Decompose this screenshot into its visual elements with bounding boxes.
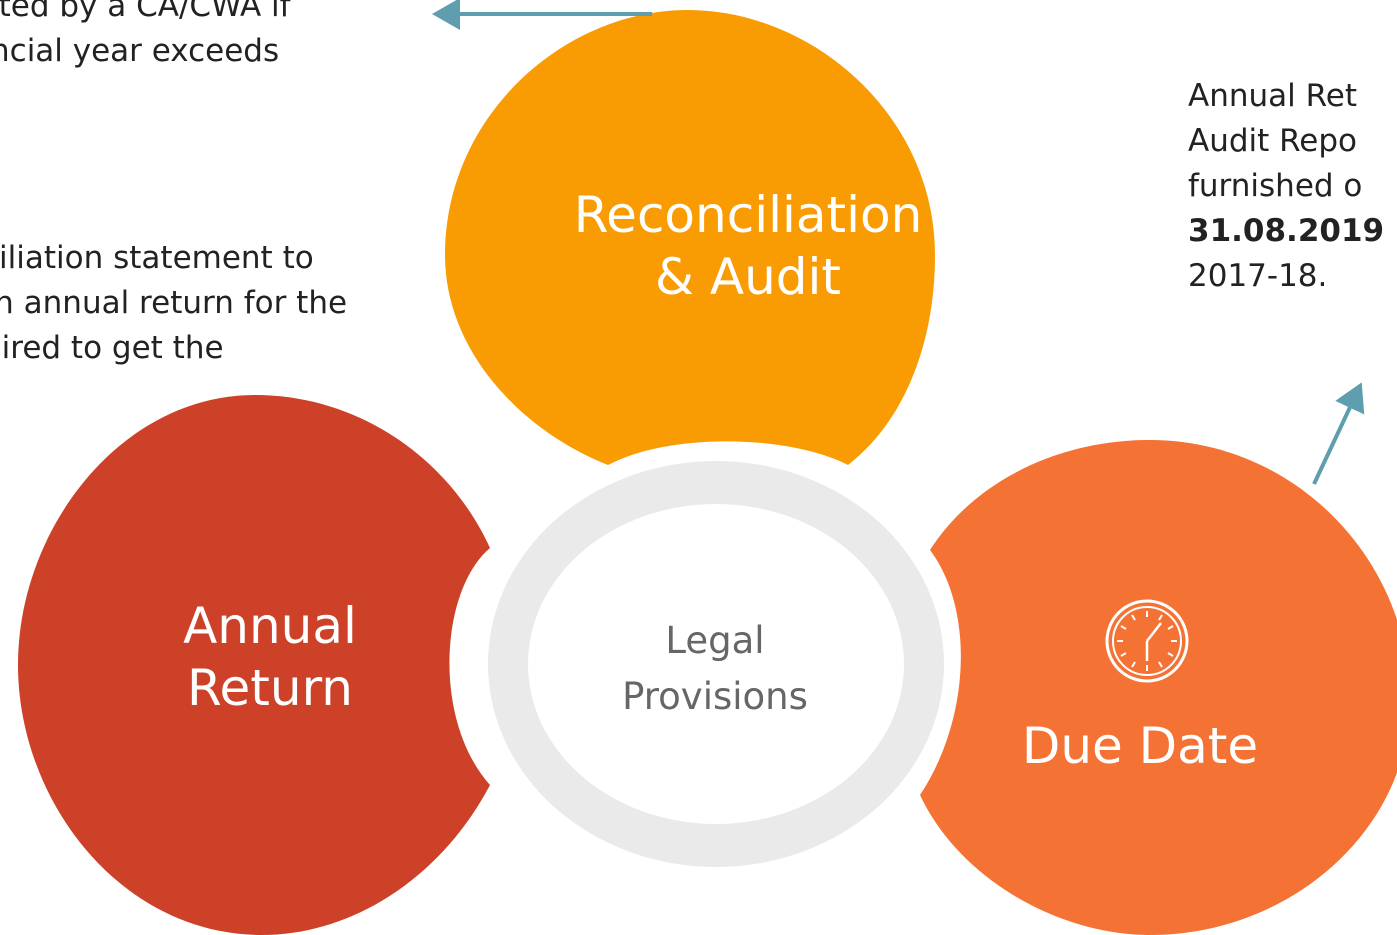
node-label-line: Due Date — [1021, 717, 1259, 775]
annual-return-node-label: Annual Return — [140, 595, 400, 719]
due-date-node-shape — [920, 440, 1397, 935]
node-label-line: Legal — [665, 619, 765, 662]
annotation-line: 2017-18. — [1188, 258, 1328, 294]
arrow-to-right-note — [1312, 382, 1365, 485]
annotation-line: Annual Ret — [1188, 78, 1357, 114]
annotation-line: furnished o — [1188, 168, 1363, 204]
right-annotation: Annual Ret Audit Repo furnished o 31.08.… — [1188, 74, 1384, 299]
node-label-line: Reconciliation — [573, 186, 923, 244]
node-label-line: & Audit — [654, 248, 841, 306]
annotation-date: 31.08.2019 — [1188, 213, 1385, 249]
node-label-line: Annual — [183, 597, 357, 655]
mid-left-annotation: ciliation statement to th annual return … — [0, 236, 347, 371]
legal-provisions-label: Legal Provisions — [590, 613, 840, 725]
annotation-line: uired to get the — [0, 330, 224, 366]
annotation-line: ncial year exceeds — [0, 33, 280, 69]
annual-return-node-shape — [18, 395, 490, 935]
node-label-line: Provisions — [622, 675, 808, 718]
top-left-annotation: ited by a CA/CWA if ncial year exceeds — [0, 0, 291, 74]
node-label-line: Return — [187, 659, 353, 717]
clock-icon — [1105, 599, 1189, 683]
annotation-line: Audit Repo — [1188, 123, 1358, 159]
annotation-line: ciliation statement to — [0, 240, 314, 276]
reconciliation-node-label: Reconciliation & Audit — [538, 184, 958, 308]
reconciliation-node-shape — [445, 10, 935, 465]
legal-provisions-core — [528, 504, 904, 824]
annotation-line: ited by a CA/CWA if — [0, 0, 291, 24]
annotation-line: th annual return for the — [0, 285, 348, 321]
due-date-node-label: Due Date — [1010, 715, 1270, 777]
